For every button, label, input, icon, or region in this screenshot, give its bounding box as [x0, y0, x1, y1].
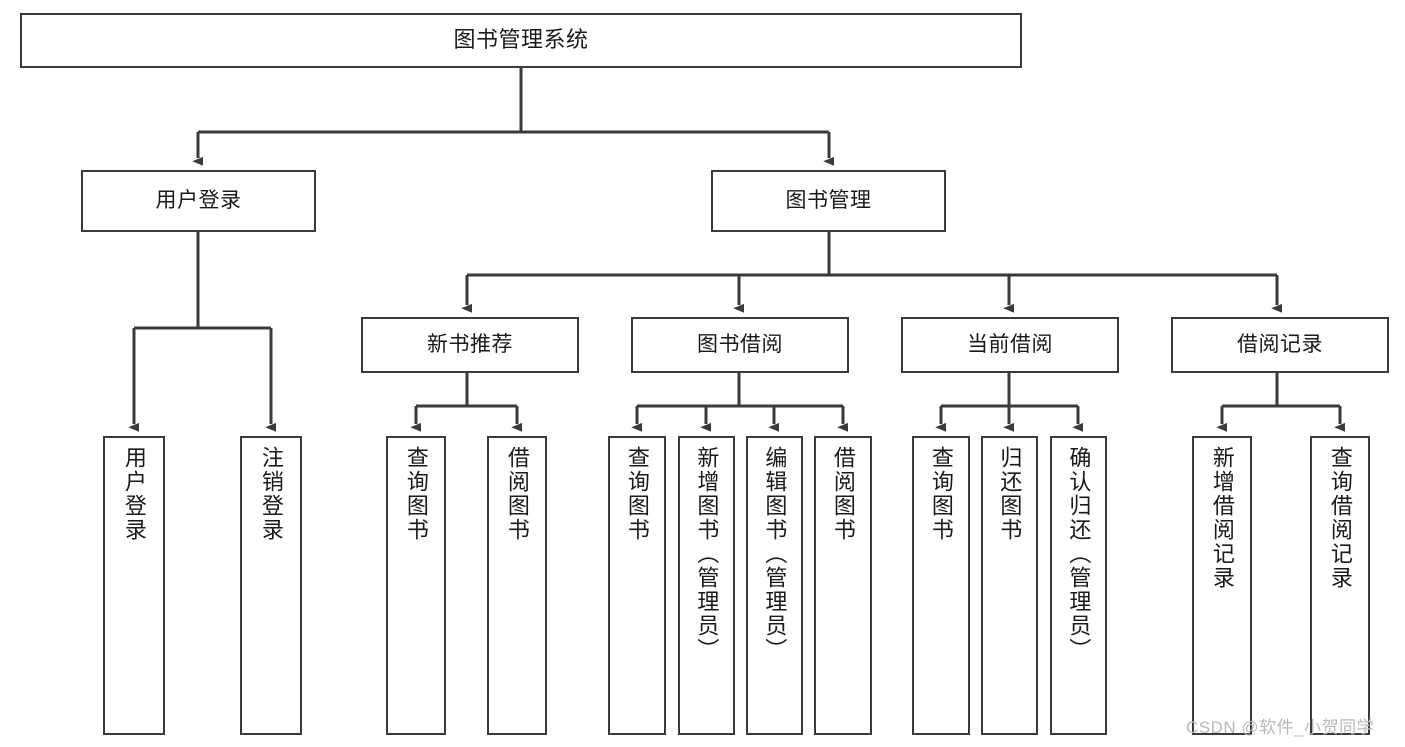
node-leaf-confirm-return-label: 确认归还（管理员） — [1066, 446, 1092, 662]
node-current-borrow[interactable]: 当前借阅 — [901, 317, 1119, 373]
node-leaf-edit-book-label: 编辑图书（管理员） — [762, 446, 788, 662]
node-current-borrow-label: 当前借阅 — [967, 333, 1053, 357]
node-leaf-user-logout[interactable]: 注销登录 — [240, 436, 302, 735]
node-borrow-record[interactable]: 借阅记录 — [1171, 317, 1389, 373]
node-leaf-query-record-label: 查询借阅记录 — [1327, 446, 1353, 590]
node-leaf-query-record[interactable]: 查询借阅记录 — [1310, 436, 1370, 735]
node-leaf-borrow-book-2-label: 借阅图书 — [830, 446, 856, 542]
node-user-login-label: 用户登录 — [155, 189, 242, 213]
node-new-book-recommend-label: 新书推荐 — [427, 333, 513, 357]
node-leaf-user-login[interactable]: 用户登录 — [103, 436, 165, 735]
node-leaf-add-record[interactable]: 新增借阅记录 — [1192, 436, 1252, 735]
node-leaf-query-book-3[interactable]: 查询图书 — [912, 436, 970, 735]
node-borrow-record-label: 借阅记录 — [1237, 333, 1323, 357]
node-root[interactable]: 图书管理系统 — [20, 13, 1022, 68]
node-leaf-add-book-label: 新增图书（管理员） — [694, 446, 720, 662]
node-leaf-borrow-book-2[interactable]: 借阅图书 — [814, 436, 872, 735]
node-leaf-return-book[interactable]: 归还图书 — [981, 436, 1038, 735]
node-leaf-query-book-2-label: 查询图书 — [624, 446, 650, 542]
node-new-book-recommend[interactable]: 新书推荐 — [361, 317, 579, 373]
node-leaf-query-book-2[interactable]: 查询图书 — [608, 436, 666, 735]
node-leaf-user-login-label: 用户登录 — [121, 446, 147, 542]
node-leaf-return-book-label: 归还图书 — [997, 446, 1023, 542]
node-leaf-query-book-1[interactable]: 查询图书 — [386, 436, 446, 735]
node-leaf-add-record-label: 新增借阅记录 — [1209, 446, 1235, 590]
node-root-label: 图书管理系统 — [453, 27, 589, 53]
node-book-manage-label: 图书管理 — [785, 189, 872, 213]
node-leaf-query-book-3-label: 查询图书 — [928, 446, 954, 542]
node-leaf-borrow-book-1[interactable]: 借阅图书 — [487, 436, 547, 735]
node-leaf-edit-book[interactable]: 编辑图书（管理员） — [746, 436, 803, 735]
node-leaf-borrow-book-1-label: 借阅图书 — [504, 446, 530, 542]
csdn-watermark: CSDN @软件_小贺同学 — [1186, 718, 1375, 737]
node-book-borrow[interactable]: 图书借阅 — [631, 317, 849, 373]
node-leaf-confirm-return[interactable]: 确认归还（管理员） — [1050, 436, 1107, 735]
node-leaf-user-logout-label: 注销登录 — [258, 446, 284, 542]
node-book-borrow-label: 图书借阅 — [697, 333, 783, 357]
node-leaf-query-book-1-label: 查询图书 — [403, 446, 429, 542]
node-book-manage[interactable]: 图书管理 — [711, 170, 946, 232]
node-leaf-add-book[interactable]: 新增图书（管理员） — [678, 436, 735, 735]
node-user-login[interactable]: 用户登录 — [81, 170, 316, 232]
